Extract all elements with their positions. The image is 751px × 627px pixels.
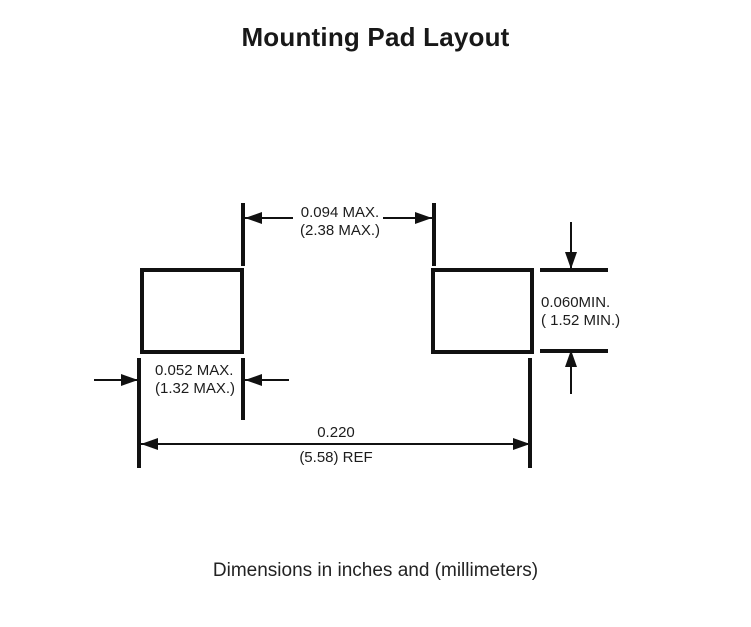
right-mounting-pad (431, 268, 534, 354)
dimension-value-padheight-millimeters: ( 1.52 MIN.) (541, 312, 621, 329)
arrowhead-padwidth-right (245, 374, 262, 386)
extension-line-overall-right (528, 358, 532, 468)
arrowhead-overall-right (513, 438, 530, 450)
dimension-value-gap-inches: 0.094 MAX. (300, 204, 380, 221)
dimension-value-gap-millimeters: (2.38 MAX.) (299, 222, 381, 239)
dimension-line-padwidth-left (94, 379, 138, 381)
arrowhead-gap-right (415, 212, 432, 224)
arrowhead-padheight-top (565, 252, 577, 269)
dimension-line-padheight-bottom (570, 350, 572, 394)
units-caption: Dimensions in inches and (millimeters) (212, 560, 539, 581)
dimension-label-padwidth: 0.052 MAX. (1.32 MAX.) (155, 362, 235, 398)
extension-line-gap-right (432, 203, 436, 266)
arrowhead-padheight-bottom (565, 350, 577, 367)
left-mounting-pad (140, 268, 244, 354)
dimension-label-gap: 0.094 MAX. (2.38 MAX.) (294, 204, 386, 240)
dimension-value-overall-inches: 0.220 (317, 424, 355, 441)
dimension-line-padwidth-right (245, 379, 289, 381)
arrowhead-gap-left (245, 212, 262, 224)
dimension-line-gap-left (245, 217, 293, 219)
extension-line-padwidth-left (137, 358, 141, 468)
arrowhead-overall-left (141, 438, 158, 450)
dimension-line-overall (141, 443, 530, 445)
arrowhead-padwidth-left (121, 374, 138, 386)
dimension-value-padheight-inches: 0.060MIN. (541, 294, 611, 311)
dimension-line-padheight-top (570, 222, 572, 270)
extension-line-gap-left (241, 203, 245, 266)
dimension-value-overall-millimeters: (5.58) REF (299, 449, 373, 466)
extension-line-padwidth-right (241, 358, 245, 420)
dimension-value-padwidth-inches: 0.052 MAX. (155, 362, 234, 379)
extension-line-padheight-top (540, 268, 608, 272)
page-title: Mounting Pad Layout (241, 22, 510, 52)
dimension-value-padwidth-millimeters: (1.32 MAX.) (155, 380, 236, 397)
dimension-label-padheight: 0.060MIN. ( 1.52 MIN.) (541, 294, 620, 330)
dimension-line-gap-right (383, 217, 432, 219)
